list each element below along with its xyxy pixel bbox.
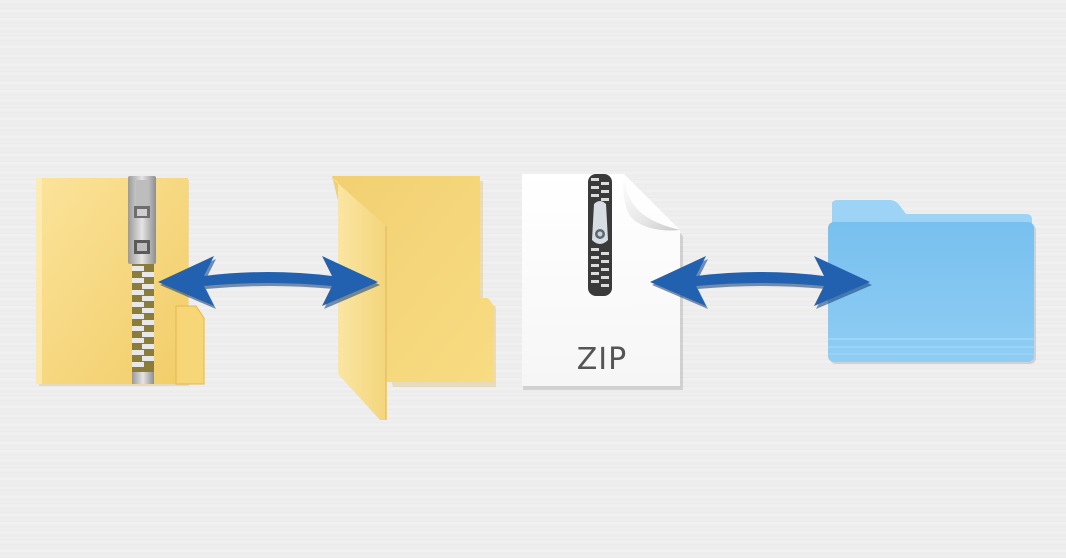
zip-file-icon: ZIP — [520, 172, 684, 390]
folder-icon — [330, 174, 497, 426]
zipped-folder-icon — [36, 176, 208, 388]
zip-label: ZIP — [576, 342, 628, 377]
left-bidirectional-arrow-icon — [156, 252, 382, 310]
right-bidirectional-arrow-icon — [648, 252, 874, 310]
mac-folder-icon — [826, 198, 1038, 366]
